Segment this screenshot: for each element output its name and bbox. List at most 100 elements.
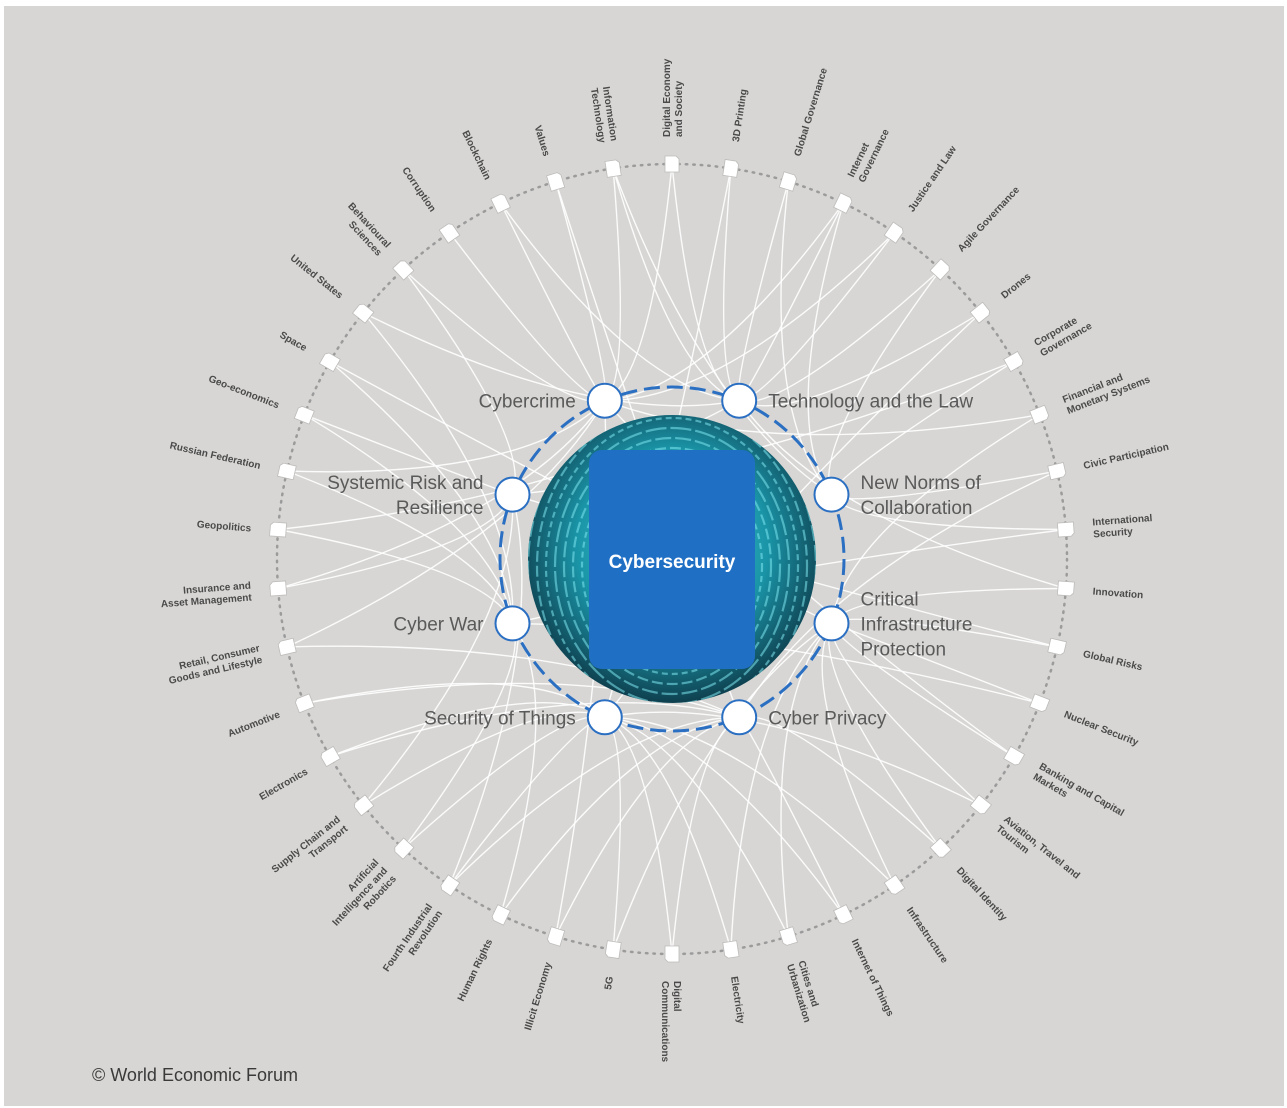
topic-node-automotive[interactable] xyxy=(294,693,315,714)
topic-label-cities-and-urbanization[interactable]: Cities andUrbanization xyxy=(784,959,824,1024)
topic-label-digital-economy-and-society[interactable]: Digital Economyand Society xyxy=(662,58,685,137)
subtopic-node-cyber-privacy[interactable] xyxy=(721,699,758,736)
subtopic-node-cybercrime[interactable] xyxy=(586,382,623,419)
topic-node-aviation-travel-and-tourism[interactable] xyxy=(969,794,992,816)
topic-node-international-security[interactable] xyxy=(1056,521,1075,538)
topic-node-digital-communications[interactable] xyxy=(664,945,680,963)
topic-label-civic-participation[interactable]: Civic Participation xyxy=(1083,442,1171,472)
subtopic-label-cyber-privacy[interactable]: Cyber Privacy xyxy=(768,708,887,729)
topic-label-automotive[interactable]: Automotive xyxy=(227,709,283,739)
topic-label-information-technology[interactable]: InformationTechnology xyxy=(588,85,619,144)
topic-label-corruption[interactable]: Corruption xyxy=(399,165,437,214)
topic-node-supply-chain-and-transport[interactable] xyxy=(353,794,375,817)
topic-label-aviation-travel-and-tourism[interactable]: Aviation, Travel andTourism xyxy=(994,814,1082,891)
topic-node-electricity[interactable] xyxy=(722,940,740,959)
topic-node-5g[interactable] xyxy=(605,940,622,960)
topic-label-banking-and-capital-markets[interactable]: Banking and CapitalMarkets xyxy=(1031,761,1126,829)
topic-node-justice-and-law[interactable] xyxy=(883,221,905,244)
topic-label-digital-identity[interactable]: Digital Identity xyxy=(954,866,1009,924)
subtopic-label-security-of-things[interactable]: Security of Things xyxy=(424,708,576,729)
subtopic-node-critical-infrastructure-protection[interactable] xyxy=(813,605,850,642)
topic-node-cities-and-urbanization[interactable] xyxy=(778,926,798,946)
topic-label-international-security[interactable]: InternationalSecurity xyxy=(1092,513,1154,540)
topic-label-internet-governance[interactable]: InternetGovernance xyxy=(846,122,892,184)
topic-label-infrastructure[interactable]: Infrastructure xyxy=(904,905,950,965)
topic-label-innovation[interactable]: Innovation xyxy=(1092,587,1143,602)
topic-label-5g[interactable]: 5G xyxy=(603,975,616,990)
topic-label-illicit-economy[interactable]: Illicit Economy xyxy=(523,961,554,1032)
topic-node-geo-economics[interactable] xyxy=(293,405,315,425)
topic-label-agile-governance[interactable]: Agile Governance xyxy=(956,184,1022,254)
topic-node-nuclear-security[interactable] xyxy=(1029,693,1051,713)
hub-title[interactable]: Cybersecurity xyxy=(609,552,736,573)
topic-label-corporate-governance[interactable]: CorporateGovernance xyxy=(1033,310,1095,359)
topic-node-illicit-economy[interactable] xyxy=(547,926,566,947)
subtopic-label-technology-and-the-law[interactable]: Technology and the Law xyxy=(768,392,973,413)
topic-node-3d-printing[interactable] xyxy=(722,158,739,178)
topic-node-banking-and-capital-markets[interactable] xyxy=(1003,745,1026,766)
topic-node-financial-and-monetary-systems[interactable] xyxy=(1029,404,1050,425)
topic-node-drones[interactable] xyxy=(969,301,991,324)
subtopic-label-cyber-war[interactable]: Cyber War xyxy=(393,614,484,635)
topic-node-behavioural-sciences[interactable] xyxy=(392,259,415,281)
topic-node-corporate-governance[interactable] xyxy=(1003,350,1025,373)
topic-node-global-risks[interactable] xyxy=(1047,637,1067,656)
subtopic-node-new-norms-of-collaboration[interactable] xyxy=(813,476,850,513)
topic-node-fourth-industrial-revolution[interactable] xyxy=(439,874,461,897)
topic-label-behavioural-sciences[interactable]: BehaviouralSciences xyxy=(337,201,393,259)
topic-node-united-states[interactable] xyxy=(352,302,375,324)
topic-label-geopolitics[interactable]: Geopolitics xyxy=(196,519,252,534)
topic-node-retail-consumer-goods-and-lifestyle[interactable] xyxy=(277,637,297,656)
topic-node-russian-federation[interactable] xyxy=(277,462,297,481)
topic-node-insurance-and-asset-management[interactable] xyxy=(269,580,288,597)
subtopic-node-systemic-risk-and-resilience[interactable] xyxy=(494,476,531,513)
topic-label-drones[interactable]: Drones xyxy=(999,271,1033,301)
topic-node-space[interactable] xyxy=(318,351,341,373)
topic-node-infrastructure[interactable] xyxy=(883,874,906,896)
topic-label-space[interactable]: Space xyxy=(277,330,308,354)
topic-label-financial-and-monetary-systems[interactable]: Financial andMonetary Systems xyxy=(1061,363,1152,417)
topic-node-electronics[interactable] xyxy=(319,745,341,768)
topic-label-insurance-and-asset-management[interactable]: Insurance andAsset Management xyxy=(160,580,253,611)
topic-label-justice-and-law[interactable]: Justice and Law xyxy=(906,144,959,214)
topic-label-values[interactable]: Values xyxy=(532,124,552,158)
topic-label-retail-consumer-goods-and-lifestyle[interactable]: Retail, ConsumerGoods and Lifestyle xyxy=(165,643,264,687)
topic-node-human-rights[interactable] xyxy=(491,904,511,926)
topic-node-corruption[interactable] xyxy=(438,222,461,244)
topic-label-russian-federation[interactable]: Russian Federation xyxy=(169,440,262,471)
topic-label-human-rights[interactable]: Human Rights xyxy=(456,937,495,1003)
topic-node-digital-economy-and-society[interactable] xyxy=(664,155,680,173)
topic-label-electricity[interactable]: Electricity xyxy=(728,976,746,1025)
topic-label-digital-communications[interactable]: DigitalCommunications xyxy=(659,981,682,1063)
topic-label-global-risks[interactable]: Global Risks xyxy=(1082,649,1144,673)
topic-label-blockchain[interactable]: Blockchain xyxy=(459,129,492,182)
topic-label-3d-printing[interactable]: 3D Printing xyxy=(731,88,750,142)
topic-node-global-governance[interactable] xyxy=(778,171,797,192)
topic-node-values[interactable] xyxy=(546,172,566,192)
topic-label-supply-chain-and-transport[interactable]: Supply Chain andTransport xyxy=(270,814,351,885)
topic-label-geo-economics[interactable]: Geo-economics xyxy=(207,374,281,412)
topic-node-blockchain[interactable] xyxy=(490,193,511,214)
topic-node-digital-identity[interactable] xyxy=(929,837,952,859)
topic-node-information-technology[interactable] xyxy=(604,159,622,178)
topic-label-nuclear-security[interactable]: Nuclear Security xyxy=(1062,709,1140,748)
topic-label-fourth-industrial-revolution[interactable]: Fourth IndustrialRevolution xyxy=(381,902,445,981)
topic-node-artificial-intelligence-and-robotics[interactable] xyxy=(393,837,415,860)
subtopic-node-cyber-war[interactable] xyxy=(494,605,531,642)
topic-label-artificial-intelligence-and-robotics[interactable]: ArtificialIntelligence andRobotics xyxy=(322,857,400,937)
topic-label-united-states[interactable]: United States xyxy=(288,253,345,302)
topic-label-internet-of-things[interactable]: Internet of Things xyxy=(849,937,896,1018)
topic-node-internet-governance[interactable] xyxy=(833,192,854,214)
topic-node-innovation[interactable] xyxy=(1056,580,1075,597)
topic-label-electronics[interactable]: Electronics xyxy=(258,766,311,803)
topic-node-civic-participation[interactable] xyxy=(1047,462,1067,481)
subtopic-label-cybercrime[interactable]: Cybercrime xyxy=(479,392,576,413)
topic-label-global-governance[interactable]: Global Governance xyxy=(793,66,831,157)
topic-node-geopolitics[interactable] xyxy=(269,521,288,538)
topic-node-agile-governance[interactable] xyxy=(929,258,951,281)
subtopic-node-technology-and-the-law[interactable] xyxy=(721,382,758,419)
subtopic-node-security-of-things[interactable] xyxy=(586,699,623,736)
